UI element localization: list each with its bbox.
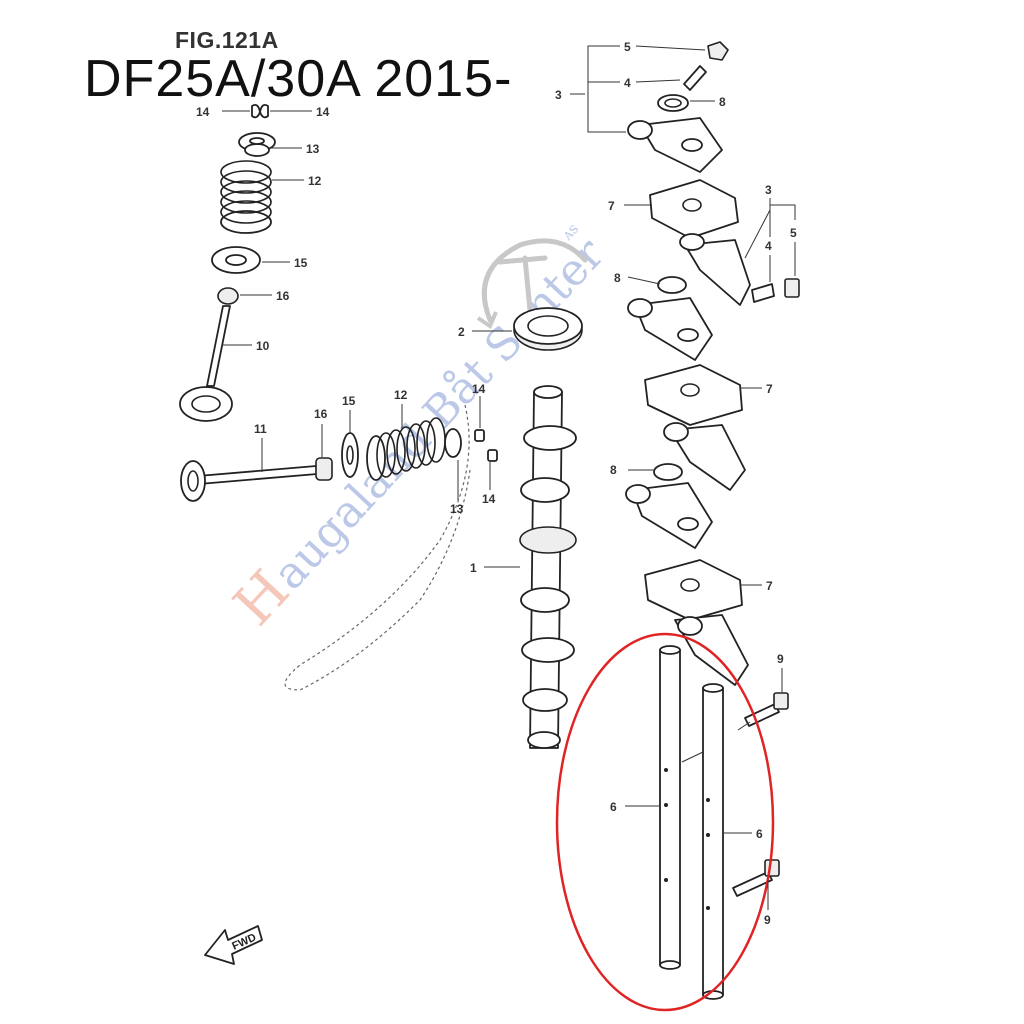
fwd-label: FWD [230, 932, 258, 953]
callout-2: 2 [458, 325, 465, 339]
callout-12: 12 [308, 174, 322, 188]
callout-7: 7 [608, 199, 615, 213]
callout-8: 8 [614, 271, 621, 285]
callout-14: 14 [316, 105, 330, 119]
callout-12: 12 [394, 388, 408, 402]
callout-7: 7 [766, 579, 773, 593]
highlight-circle [555, 632, 775, 1012]
callout-5: 5 [624, 40, 631, 54]
callout-15: 15 [294, 256, 308, 270]
callout-13: 13 [450, 502, 464, 516]
leader-lines [222, 45, 796, 910]
rocker-arm-stack [625, 41, 800, 897]
callout-8: 8 [719, 95, 726, 109]
camshaft [519, 385, 577, 749]
fwd-arrow-icon: FWD [204, 925, 263, 965]
callout-14: 14 [472, 382, 486, 396]
callout-4: 4 [624, 76, 631, 90]
callout-6: 6 [610, 800, 617, 814]
callout-4: 4 [765, 239, 772, 253]
callout-14: 14 [482, 492, 496, 506]
callout-11: 11 [254, 422, 267, 436]
rocker-shafts [659, 645, 724, 1000]
callout-5: 5 [790, 226, 797, 240]
watermark-logo-icon [476, 238, 588, 329]
callout-13: 13 [306, 142, 320, 156]
callout-9: 9 [764, 913, 771, 927]
callout-16: 16 [314, 407, 328, 421]
callout-15: 15 [342, 394, 356, 408]
callout-14: 14 [196, 105, 210, 119]
callout-7: 7 [766, 382, 773, 396]
callout-numbers: 14 14 13 12 15 16 10 11 16 15 12 14 13 1… [196, 40, 797, 927]
callout-10: 10 [256, 339, 270, 353]
exhaust-valve-assembly [180, 417, 498, 502]
callout-3: 3 [555, 88, 562, 102]
callout-6: 6 [756, 827, 763, 841]
oil-seal [513, 307, 583, 351]
callout-8: 8 [610, 463, 617, 477]
callout-9: 9 [777, 652, 784, 666]
callout-1: 1 [470, 561, 477, 575]
figure-label: FIG.121A [175, 27, 279, 53]
intake-valve-assembly [179, 103, 276, 422]
timing-chain [284, 404, 471, 691]
callout-3: 3 [765, 183, 772, 197]
model-title: DF25A/30A 2015- [84, 50, 512, 108]
callout-16: 16 [276, 289, 290, 303]
